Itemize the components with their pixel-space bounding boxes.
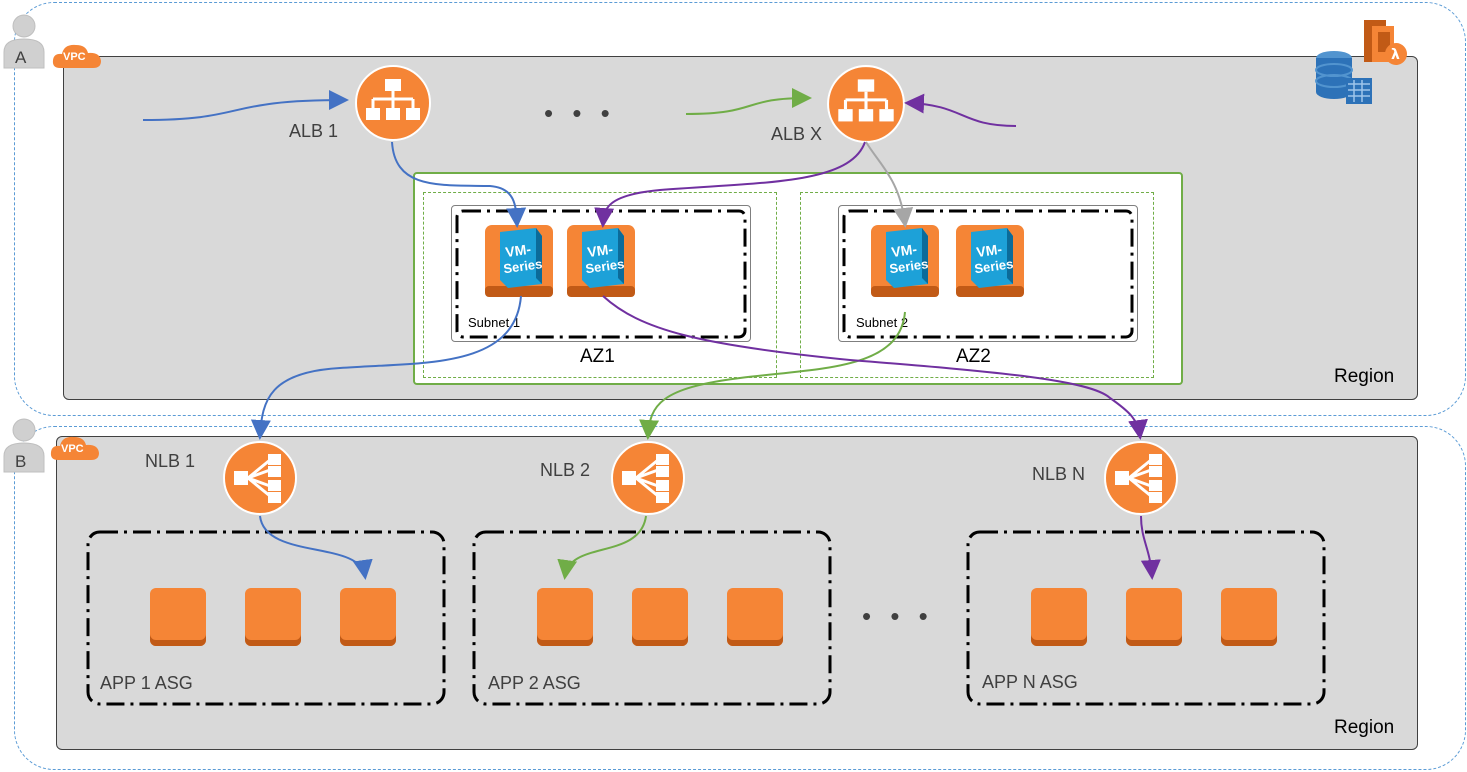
alb-1-label: ALB 1	[289, 121, 339, 141]
vm-series-3-icon: VM- Series	[871, 225, 939, 297]
subnet-2-label: Subnet 2	[856, 315, 909, 330]
account-a-label: A	[15, 48, 27, 67]
svg-text:Series: Series	[973, 256, 1014, 276]
svg-text:VM-: VM-	[890, 241, 918, 260]
az1-zone	[423, 192, 777, 378]
asg-ellipsis: • • •	[862, 601, 934, 631]
svg-text:VM-: VM-	[586, 241, 614, 260]
subnet-1-label: Subnet 1	[468, 315, 521, 330]
flow-green-inbound	[685, 88, 812, 115]
flow-purple-nlbn-app	[1140, 515, 1161, 580]
flow-purple-inbound	[904, 93, 1017, 127]
asg-1-label: APP 1 ASG	[100, 673, 193, 693]
vpc-b-badge: VPC	[50, 432, 100, 462]
flow-gray-albx-vm	[865, 141, 914, 228]
instance-1-1	[150, 588, 206, 646]
user-b-icon	[3, 418, 45, 473]
flow-blue-nlb1-app	[259, 515, 373, 580]
vpc-a-outline	[14, 2, 1466, 416]
account-b-label: B	[15, 452, 27, 471]
nlb-1-label: NLB 1	[145, 451, 196, 471]
svg-text:VM-: VM-	[975, 241, 1003, 260]
nlb-2-label: NLB 2	[540, 460, 591, 480]
asg-n-label: APP N ASG	[982, 672, 1078, 692]
instance-2-3	[727, 588, 783, 646]
svg-text:Series: Series	[888, 256, 929, 276]
nlb-n-label: NLB N	[1032, 464, 1086, 484]
flow-purple-vm-nlbn	[602, 295, 1148, 440]
asg-2-box	[472, 530, 832, 706]
region-bottom-label: Region	[1334, 717, 1395, 738]
instance-1-2	[245, 588, 301, 646]
nlb-1-icon	[223, 441, 297, 515]
nlb-2-icon	[611, 441, 685, 515]
vpc-a-badge-text: VPC	[63, 51, 86, 63]
alb-x-label: ALB X	[771, 124, 823, 144]
svg-text:λ: λ	[1391, 47, 1400, 63]
svg-text:Series: Series	[502, 256, 543, 276]
asg-2-label: APP 2 ASG	[488, 673, 581, 693]
vpc-a-badge: VPC	[52, 40, 102, 70]
instance-1-3	[340, 588, 396, 646]
svg-text:Series: Series	[584, 256, 625, 276]
vpc-b-badge-text: VPC	[61, 443, 84, 455]
asg-n-box	[966, 530, 1326, 706]
flow-blue-inbound	[142, 90, 349, 121]
alb-1-icon	[355, 65, 431, 141]
asg-1-box	[86, 530, 446, 706]
vm-series-2-icon: VM- Series	[567, 225, 635, 297]
az1-label: AZ1	[580, 346, 615, 367]
svg-text:VM-: VM-	[504, 241, 532, 260]
flow-green-nlb2-app	[557, 515, 647, 580]
az2-label: AZ2	[956, 346, 991, 367]
vpc-b-outline	[14, 426, 1466, 770]
instance-n-3	[1221, 588, 1277, 646]
instance-n-1	[1031, 588, 1087, 646]
dynamodb-icon	[1315, 51, 1372, 104]
vm-series-4-icon: VM- Series	[956, 225, 1024, 297]
flow-purple-albx-vm	[594, 141, 866, 228]
alb-x-icon	[827, 65, 905, 143]
nlb-n-icon	[1104, 441, 1178, 515]
vm-series-1-icon: VM- Series	[485, 225, 553, 297]
az2-zone	[800, 192, 1154, 378]
instance-n-2	[1126, 588, 1182, 646]
instance-2-1	[537, 588, 593, 646]
flow-blue-vm-nlb1	[250, 295, 522, 440]
alb-ellipsis: • • •	[544, 98, 616, 128]
region-top-label: Region	[1334, 366, 1395, 387]
flow-blue-alb1-vm	[391, 141, 527, 228]
lambda-icon: λ	[1364, 20, 1407, 65]
user-a-icon	[3, 14, 45, 69]
flow-green-vm-nlb2	[639, 311, 906, 440]
instance-2-2	[632, 588, 688, 646]
